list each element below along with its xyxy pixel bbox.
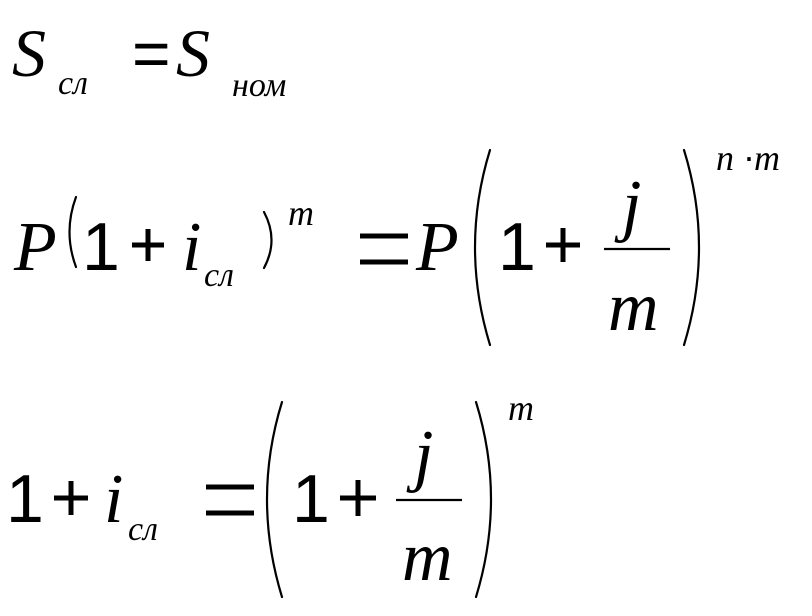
eq1-rhs-subscript: ном — [232, 67, 286, 104]
eq3-paren-open — [265, 400, 284, 599]
equation-2: P 1 i сл m P 1 j m n · m — [13, 136, 780, 347]
eq2-rhs-one: 1 — [498, 209, 536, 285]
eq2-lhs-exponent: m — [288, 193, 314, 233]
eq3-plus-sign — [54, 481, 88, 515]
eq3-paren-close — [474, 400, 493, 599]
eq3-denominator: m — [402, 519, 453, 596]
eq2-left-paren-open — [68, 195, 78, 269]
eq3-numerator: j — [406, 417, 433, 494]
eq2-rate-subscript: сл — [204, 257, 234, 294]
eq3-rate-symbol: i — [104, 461, 123, 538]
eq1-lhs-subscript: сл — [58, 65, 88, 102]
eq2-rhs-exponent-m: m — [754, 138, 780, 178]
eq2-rhs-plus-sign — [546, 228, 580, 262]
eq3-rate-subscript: сл — [128, 511, 158, 548]
eq2-numerator: j — [614, 167, 641, 244]
eq2-rate-symbol: i — [182, 209, 201, 286]
eq3-one: 1 — [6, 461, 44, 537]
eq1-lhs-symbol: S — [12, 15, 46, 91]
eq2-denominator: m — [608, 269, 659, 346]
eq2-left-paren-close — [262, 210, 273, 270]
eq3-rhs-one: 1 — [292, 461, 330, 537]
eq2-one: 1 — [82, 209, 120, 285]
eq2-plus-sign — [132, 229, 164, 261]
eq2-principal: P — [13, 209, 57, 286]
eq3-rhs-plus-sign — [340, 480, 376, 516]
eq3-equals-sign — [206, 484, 254, 516]
eq1-equals-sign: = — [132, 16, 171, 90]
eq1-rhs-symbol: S — [176, 15, 210, 91]
equation-3: 1 i сл 1 j m m — [6, 388, 534, 599]
eq2-right-paren-open — [473, 148, 492, 347]
eq2-right-paren-close — [682, 148, 701, 347]
eq3-rhs-exponent: m — [508, 388, 534, 428]
eq2-equals-sign — [360, 233, 408, 265]
eq2-rhs-exponent-dot: · — [743, 136, 755, 177]
eq2-rhs-principal: P — [415, 209, 459, 286]
eq2-rhs-exponent-n: n — [716, 138, 734, 178]
equation-1: S сл = S ном — [12, 15, 286, 104]
